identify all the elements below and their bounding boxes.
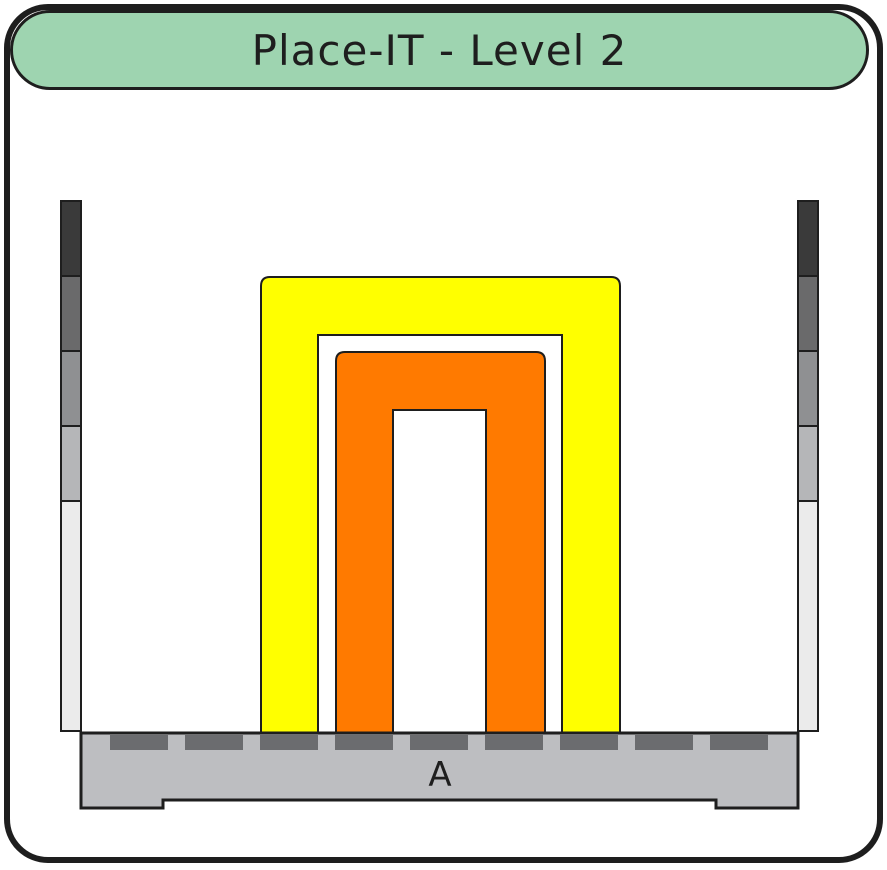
base-slot[interactable] [185, 735, 243, 750]
base-platform [79, 731, 800, 810]
left-meter-segment [60, 200, 82, 277]
base-slots [110, 735, 768, 750]
right-meter-segment [797, 200, 819, 277]
base-slot[interactable] [560, 735, 618, 750]
right-meter-segment [797, 275, 819, 352]
right-meter-segment [797, 350, 819, 427]
base-slot[interactable] [110, 735, 168, 750]
left-meter-segment [60, 425, 82, 502]
base-slot[interactable] [260, 735, 318, 750]
orange-piece[interactable] [335, 351, 546, 734]
yellow-piece[interactable] [260, 276, 621, 734]
left-meter-segment [60, 500, 82, 732]
left-meter [60, 200, 82, 732]
base-slot[interactable] [335, 735, 393, 750]
game-frame [4, 4, 883, 863]
level-title: Place-IT - Level 2 [251, 25, 628, 75]
right-meter [797, 200, 819, 732]
right-meter-segment [797, 500, 819, 732]
left-meter-segment [60, 275, 82, 352]
base-slot[interactable] [710, 735, 768, 750]
base-slot[interactable] [410, 735, 468, 750]
base-slot[interactable] [635, 735, 693, 750]
base-slot[interactable] [485, 735, 543, 750]
left-meter-segment [60, 350, 82, 427]
title-bar: Place-IT - Level 2 [10, 10, 869, 90]
base-label: A [428, 755, 451, 795]
right-meter-segment [797, 425, 819, 502]
